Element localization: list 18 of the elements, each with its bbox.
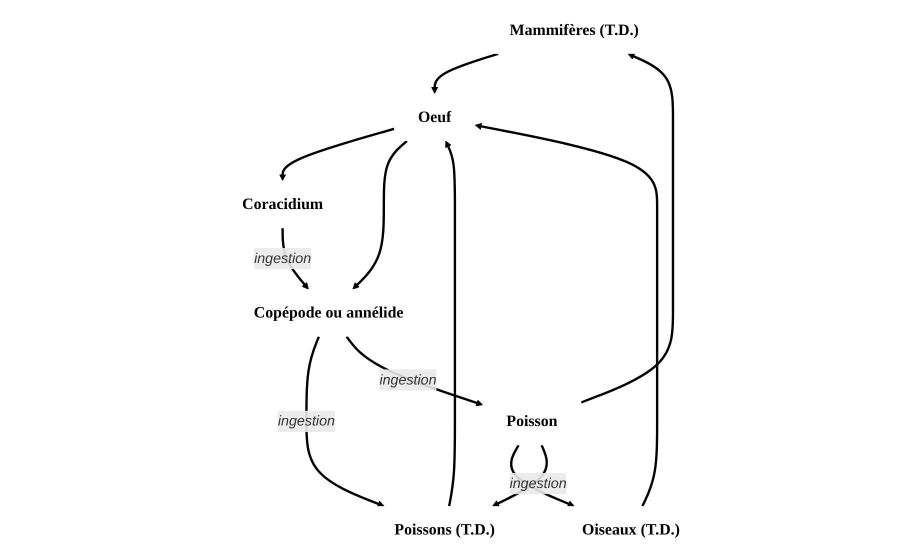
edge-label: ingestion: [254, 250, 312, 266]
arrow: [580, 53, 674, 404]
edge-label: ingestion: [510, 475, 567, 492]
node-text: Oeuf: [418, 108, 452, 126]
node-text: Oiseaux (T.D.): [582, 521, 680, 539]
node-text: Coracidium: [242, 196, 324, 214]
node-text: Poisson: [506, 412, 558, 430]
arrow: [445, 140, 456, 506]
edge-label: ingestion: [278, 413, 335, 429]
arrow: [431, 52, 498, 94]
node-text: Copépode ou annélide: [254, 304, 404, 322]
arrow: [279, 128, 394, 181]
node-text: Poissons (T.D.): [394, 521, 495, 539]
arrow: [346, 336, 483, 406]
node-text: Mammifères (T.D.): [510, 21, 639, 39]
edge-label: ingestion: [379, 372, 437, 388]
arrow: [352, 140, 408, 290]
arrow: [305, 336, 384, 508]
